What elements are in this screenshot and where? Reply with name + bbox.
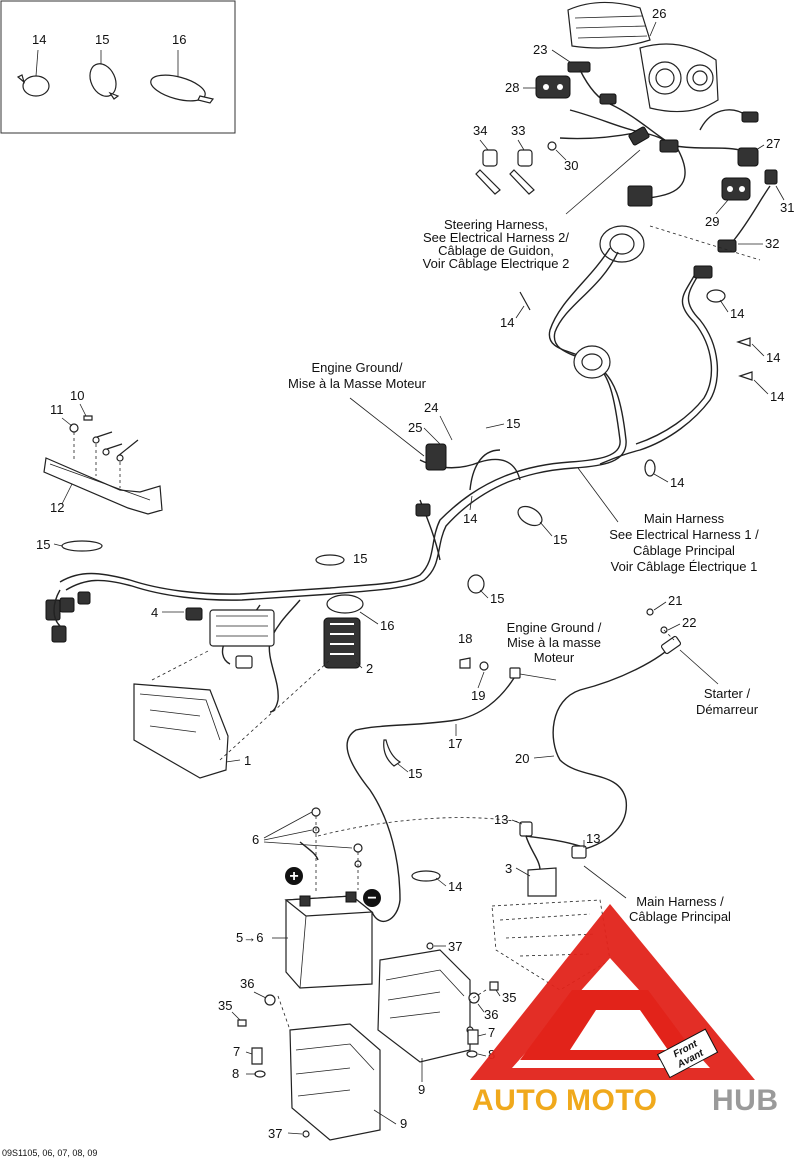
callout-14-f: 14: [766, 350, 780, 365]
callout-9-a: 9: [418, 1082, 425, 1097]
battery-minus-sign: −: [367, 890, 376, 907]
main-harness-text-3: Câblage Principal: [633, 543, 735, 558]
bracket-assembly: 10 11 12: [43, 388, 163, 515]
engine-ground-label-1: Engine Ground/ Mise à la Masse Moteur: [288, 360, 427, 457]
callout-31: 31: [780, 200, 794, 215]
callout-14-e: 14: [730, 306, 744, 321]
starter-text-2: Démarreur: [696, 702, 759, 717]
steering-label-3: Câblage de Guidon,: [438, 243, 554, 258]
callout-36-a: 36: [240, 976, 254, 991]
steering-switches: 23 28 34 33 30 27 29 31 32: [473, 42, 794, 263]
callout-9-b: 9: [400, 1116, 407, 1131]
engine-ground-2-text-1: Engine Ground /: [507, 620, 602, 635]
callout-33: 33: [511, 123, 525, 138]
callout-22: 22: [682, 615, 696, 630]
harness-callouts: 24 25 15 14 15 15 15 15 16 14 14 14 14 1…: [36, 299, 784, 633]
fuse-box-tray: 1 4 2: [133, 605, 373, 779]
engine-ground-2-group: Engine Ground / Mise à la masse Moteur 1…: [317, 593, 759, 923]
callout-13-b: 13: [586, 831, 600, 846]
callout-14-c: 14: [670, 475, 684, 490]
callout-15-b: 15: [506, 416, 520, 431]
callout-35-a: 35: [218, 998, 232, 1013]
callout-25: 25: [408, 420, 422, 435]
battery-plus-sign: +: [289, 868, 298, 885]
callout-15-d: 15: [353, 551, 367, 566]
callout-15-e: 15: [36, 537, 50, 552]
callout-5-6: 5→6: [236, 930, 263, 945]
starter-solenoid: 13 13 3 Main Harness / Câblage Principal: [491, 812, 731, 991]
logo-moto: MOTO: [566, 1084, 657, 1117]
callout-18: 18: [458, 631, 472, 646]
callout-6: 6: [252, 832, 259, 847]
logo-hub: HUB: [712, 1084, 779, 1117]
main-harness-label-1: Main Harness See Electrical Harness 1 / …: [577, 467, 759, 574]
callout-34: 34: [473, 123, 487, 138]
engine-ground-2-text-3: Moteur: [534, 650, 575, 665]
inset-callout-16: 16: [172, 32, 186, 47]
callout-7-b: 7: [488, 1025, 495, 1040]
main-harness-2-text-1: Main Harness /: [636, 894, 724, 909]
automotohub-logo: Front Avant AUTO MOTO HUB: [470, 904, 779, 1117]
main-harness-2-text-2: Câblage Principal: [629, 909, 731, 924]
callout-29: 29: [705, 214, 719, 229]
inset-callout-15: 15: [95, 32, 109, 47]
callout-23: 23: [533, 42, 547, 57]
inset-box: 14 15 16: [0, 0, 236, 134]
drawing-code: 09S1105, 06, 07, 08, 09: [2, 1148, 97, 1158]
callout-15-c: 15: [553, 532, 567, 547]
callout-19: 19: [471, 688, 485, 703]
callout-14-h: 14: [448, 879, 462, 894]
main-harness-text-2: See Electrical Harness 1 /: [609, 527, 759, 542]
callout-1: 1: [244, 753, 251, 768]
steering-label-1: Steering Harness,: [444, 217, 548, 232]
callout-37-a: 37: [448, 939, 462, 954]
callout-3: 3: [505, 861, 512, 876]
callout-30: 30: [564, 158, 578, 173]
callout-12: 12: [50, 500, 64, 515]
callout-32: 32: [765, 236, 779, 251]
callout-20: 20: [515, 751, 529, 766]
callout-4: 4: [151, 605, 158, 620]
callout-24: 24: [424, 400, 438, 415]
callout-10: 10: [70, 388, 84, 403]
callout-14-b: 14: [463, 511, 477, 526]
callout-15-g: 15: [408, 766, 422, 781]
callout-36-b: 36: [484, 1007, 498, 1022]
callout-16: 16: [380, 618, 394, 633]
engine-ground-1-text-1: Engine Ground/: [311, 360, 402, 375]
engine-ground-2-text-2: Mise à la masse: [507, 635, 601, 650]
callout-21: 21: [668, 593, 682, 608]
main-harness: [45, 247, 753, 713]
callout-17: 17: [448, 736, 462, 751]
callout-8-a: 8: [232, 1066, 239, 1081]
callout-15-f: 15: [490, 591, 504, 606]
starter-text-1: Starter /: [704, 686, 751, 701]
battery: + − 6 5→6: [236, 807, 381, 989]
battery-tray: 37 9 9 37 36 35 7 8 35 36 7 8: [218, 939, 516, 1141]
steering-label-2: See Electrical Harness 2/: [423, 230, 569, 245]
main-harness-text-4: Voir Câblage Électrique 1: [611, 559, 758, 574]
callout-28: 28: [505, 80, 519, 95]
callout-14-d: 14: [500, 315, 514, 330]
steering-harness-label: Steering Harness, See Electrical Harness…: [423, 149, 641, 271]
callout-13-a: 13: [494, 812, 508, 827]
instrument-cluster: 26: [567, 1, 719, 113]
logo-auto: AUTO: [472, 1084, 558, 1117]
callout-11: 11: [50, 402, 64, 417]
callout-26: 26: [652, 6, 666, 21]
inset-callout-14: 14: [32, 32, 46, 47]
engine-ground-1-text-2: Mise à la Masse Moteur: [288, 376, 427, 391]
callout-27: 27: [766, 136, 780, 151]
callout-2: 2: [366, 661, 373, 676]
callout-14-g: 14: [770, 389, 784, 404]
main-harness-text-1: Main Harness: [644, 511, 725, 526]
callout-35-b: 35: [502, 990, 516, 1005]
callout-7-a: 7: [233, 1044, 240, 1059]
steering-label-4: Voir Câblage Electrique 2: [423, 256, 570, 271]
callout-37-b: 37: [268, 1126, 282, 1141]
